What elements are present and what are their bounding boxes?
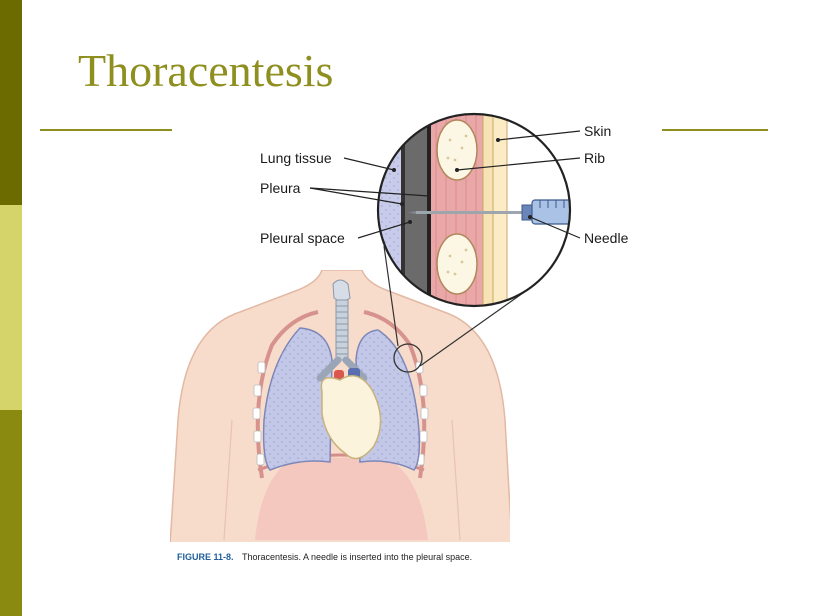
zoom-source-circle	[393, 343, 423, 373]
label-pleura: Pleura	[260, 180, 301, 196]
label-pleural-space: Pleural space	[260, 230, 345, 246]
label-needle: Needle	[584, 230, 629, 246]
slide-title: Thoracentesis	[78, 45, 334, 96]
sidebar-decoration	[0, 0, 22, 616]
label-leaders	[309, 130, 581, 239]
label-lung-tissue: Lung tissue	[260, 150, 332, 166]
title-rule-right	[662, 129, 768, 131]
heart	[320, 368, 382, 460]
caption-text: Thoracentesis. A needle is inserted into…	[242, 552, 472, 562]
zoom-detail	[378, 114, 570, 306]
sidebar-band-top	[0, 0, 22, 205]
trachea	[316, 279, 368, 382]
title-rule-left	[40, 129, 172, 131]
sidebar-band-middle	[0, 205, 22, 410]
sidebar-band-bottom	[0, 410, 22, 616]
label-skin: Skin	[584, 123, 611, 139]
figure-caption: FIGURE 11-8. Thoracentesis. A needle is …	[177, 547, 472, 564]
lungs	[262, 327, 421, 471]
zoom-circle-border	[376, 112, 572, 308]
zoom-connector-right	[419, 287, 531, 367]
leader-dots	[392, 138, 532, 224]
caption-number: FIGURE 11-8.	[177, 552, 234, 562]
label-rib: Rib	[584, 150, 605, 166]
zoom-connector-left	[383, 245, 399, 347]
rib-cage	[252, 310, 429, 479]
